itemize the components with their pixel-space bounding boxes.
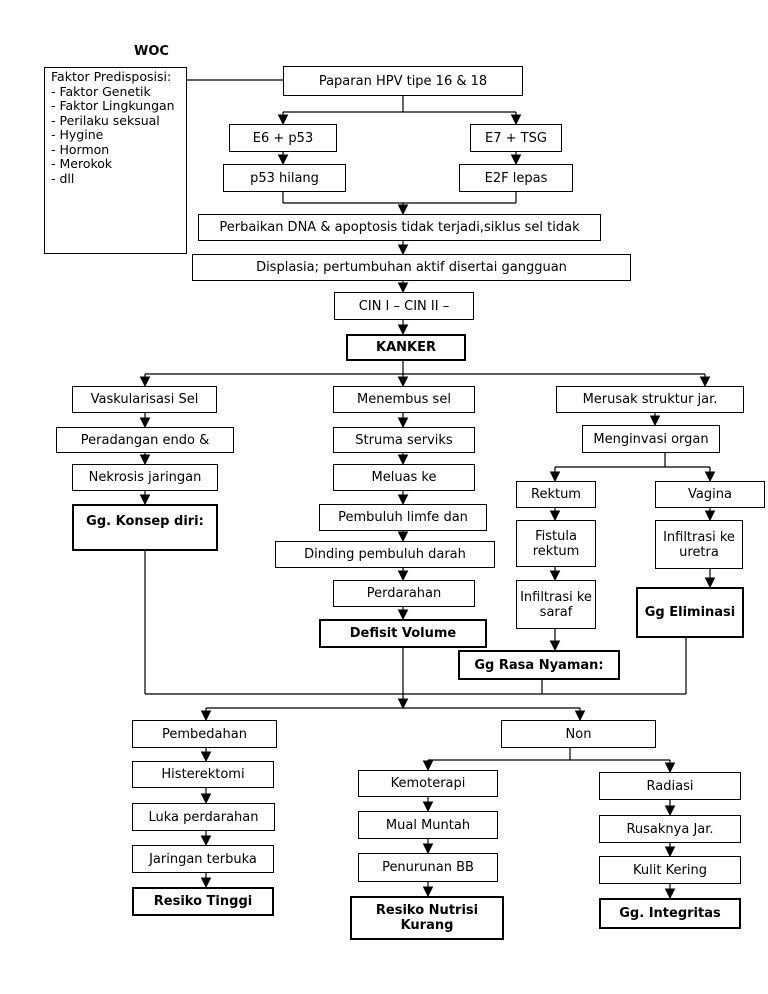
dna-repair-box: Perbaikan DNA & apoptosis tidak terjadi,… bbox=[198, 214, 601, 241]
integrity-box: Gg. Integritas bbox=[599, 898, 741, 929]
cin-box: CIN I – CIN II – bbox=[334, 292, 474, 320]
displasia-box: Displasia; pertumbuhan aktif disertai ga… bbox=[192, 254, 631, 281]
self-concept-box: Gg. Konsep diri: bbox=[72, 504, 218, 551]
destroy-structure-box: Merusak struktur jar. bbox=[556, 386, 744, 413]
p53-lost-box: p53 hilang bbox=[223, 164, 346, 192]
open-tissue-box: Jaringan terbuka bbox=[132, 845, 274, 873]
hysterectomy-box: Histerektomi bbox=[132, 761, 274, 788]
bleeding-box: Perdarahan bbox=[333, 580, 475, 607]
factor-item: - Faktor Lingkungan bbox=[51, 98, 175, 113]
factor-item: - Perilaku seksual bbox=[51, 112, 160, 128]
blood-vessel-wall-box: Dinding pembuluh darah bbox=[275, 541, 495, 568]
factor-item: - Faktor Genetik bbox=[51, 83, 151, 99]
cancer-box: KANKER bbox=[346, 334, 466, 361]
e6-p53-box: E6 + p53 bbox=[229, 124, 337, 152]
factors-heading: Faktor Predisposisi: bbox=[51, 69, 172, 84]
tissue-necrosis-box: Nekrosis jaringan bbox=[72, 464, 218, 491]
urethra-infiltration-box: Infiltrasi ke uretra bbox=[655, 520, 743, 569]
tissue-damage-box: Rusaknya Jar. bbox=[599, 815, 741, 843]
nerve-infiltration-box: Infiltrasi ke saraf bbox=[516, 580, 596, 629]
e2f-release-box: E2F lepas bbox=[459, 164, 573, 192]
surgery-box: Pembedahan bbox=[132, 720, 277, 748]
cervical-struma-box: Struma serviks bbox=[333, 427, 475, 453]
factor-item: - dll bbox=[51, 170, 75, 186]
factor-item: - Merokok bbox=[51, 156, 113, 171]
vascularization-box: Vaskularisasi Sel bbox=[72, 386, 217, 413]
factor-item: - Hygine bbox=[51, 127, 104, 142]
radiation-box: Radiasi bbox=[599, 772, 741, 800]
elimination-box: Gg Eliminasi bbox=[636, 587, 744, 638]
invade-organ-box: Menginvasi organ bbox=[582, 425, 720, 453]
hpv-exposure-box: Paparan HPV tipe 16 & 18 bbox=[283, 66, 523, 96]
spread-box: Meluas ke bbox=[333, 464, 475, 491]
diagram-title: WOC bbox=[134, 44, 169, 59]
high-risk-box: Resiko Tinggi bbox=[132, 887, 274, 916]
factors-list: - Faktor Genetik - Faktor Lingkungan - P… bbox=[51, 83, 180, 187]
rectal-fistula-box: Fistula rektum bbox=[516, 520, 596, 567]
volume-deficit-box: Defisit Volume bbox=[319, 619, 487, 648]
inflammation-box: Peradangan endo & bbox=[56, 427, 234, 453]
non-surgery-box: Non bbox=[501, 720, 656, 748]
penetrate-cell-box: Menembus sel bbox=[333, 386, 475, 413]
factor-item: - Hormon bbox=[51, 141, 110, 157]
weight-loss-box: Penurunan BB bbox=[358, 853, 498, 882]
rectum-box: Rektum bbox=[516, 481, 596, 508]
lymph-vessel-box: Pembuluh limfe dan bbox=[319, 504, 487, 531]
vagina-box: Vagina bbox=[655, 481, 765, 508]
dry-skin-box: Kulit Kering bbox=[599, 856, 741, 884]
chemotherapy-box: Kemoterapi bbox=[358, 770, 498, 797]
nutrition-risk-box: Resiko Nutrisi Kurang bbox=[350, 896, 504, 940]
wound-bleeding-box: Luka perdarahan bbox=[132, 803, 275, 831]
e7-tsg-box: E7 + TSG bbox=[470, 124, 562, 152]
comfort-box: Gg Rasa Nyaman: bbox=[458, 650, 620, 680]
nausea-box: Mual Muntah bbox=[358, 811, 498, 839]
predisposition-factors-box: Faktor Predisposisi: - Faktor Genetik - … bbox=[44, 67, 187, 254]
